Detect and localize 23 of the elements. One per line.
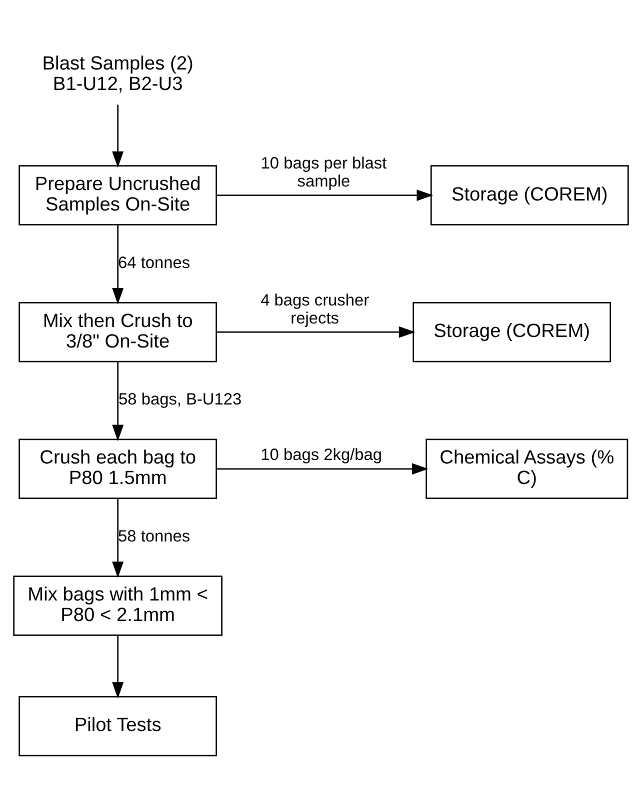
node-box: Chemical Assays (% C) [426, 438, 628, 499]
arrow [112, 362, 124, 442]
node-box: Mix bags with 1mm < P80 < 2.1mm [13, 576, 222, 636]
node-box: Crush each bag to P80 1.5mm [18, 438, 218, 499]
arrow [216, 190, 434, 202]
node-text: Blast Samples (2) B1-U12, B2-U3 [42, 54, 194, 96]
edge-label: 10 bags per blast sample [260, 154, 387, 191]
edge-label: 10 bags 2kg/bag [260, 446, 382, 464]
edge-label: 4 bags crusher rejects [260, 292, 370, 328]
node-box: Mix then Crush to 3/8" On-Site [18, 302, 218, 362]
edge-label: 64 tonnes [118, 254, 190, 272]
node-box: Storage (COREM) [430, 165, 629, 226]
arrow [112, 498, 124, 578]
arrow [112, 636, 124, 699]
arrow [112, 225, 124, 304]
arrow [216, 326, 416, 338]
edge-label: 58 tonnes [118, 528, 190, 546]
node-box: Prepare Uncrushed Samples On-Site [18, 165, 218, 226]
edge-label: 58 bags, B-U123 [118, 390, 242, 409]
node-box: Pilot Tests [18, 696, 218, 756]
arrow [216, 463, 428, 475]
node-box: Storage (COREM) [412, 302, 612, 362]
arrow [112, 104, 124, 168]
